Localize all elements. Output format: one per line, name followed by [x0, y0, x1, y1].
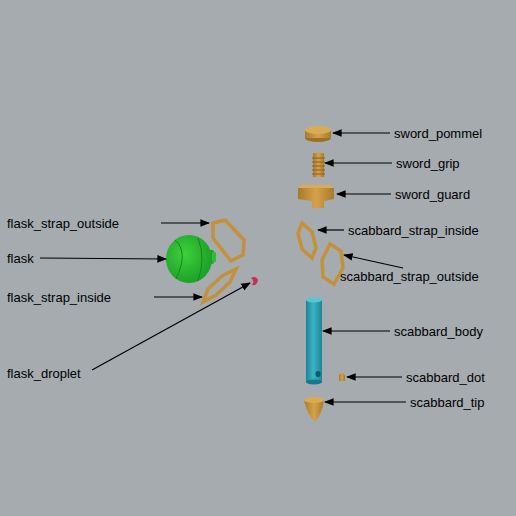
scabbard-strap-outside [322, 244, 343, 284]
part-label: flask [7, 251, 34, 266]
part-label: scabbard_strap_outside [340, 269, 479, 284]
flask-strap-outside [213, 220, 244, 261]
sword-guard [298, 185, 334, 208]
part-label: sword_pommel [394, 126, 482, 141]
part-label: scabbard_tip [410, 395, 484, 410]
part-label: sword_grip [396, 156, 460, 171]
scabbard-strap-inside [298, 223, 316, 258]
part-label: flask_droplet [7, 366, 81, 381]
part-label: flask_strap_inside [7, 290, 111, 305]
scabbard-tip [304, 397, 324, 422]
scabbard-dot [339, 373, 345, 381]
scabbard-body [306, 298, 322, 385]
part-label: scabbard_strap_inside [348, 223, 479, 238]
part-label: scabbard_body [394, 324, 483, 339]
part-label: scabbard_dot [406, 370, 485, 385]
part-label: flask_strap_outside [7, 216, 119, 231]
flask-strap-inside [203, 269, 236, 302]
sword-grip [312, 153, 325, 177]
leader-lines [40, 133, 406, 402]
sword-pommel [305, 126, 331, 142]
part-label: sword_guard [395, 187, 470, 202]
flask-droplet [251, 277, 258, 285]
flask [166, 235, 216, 283]
